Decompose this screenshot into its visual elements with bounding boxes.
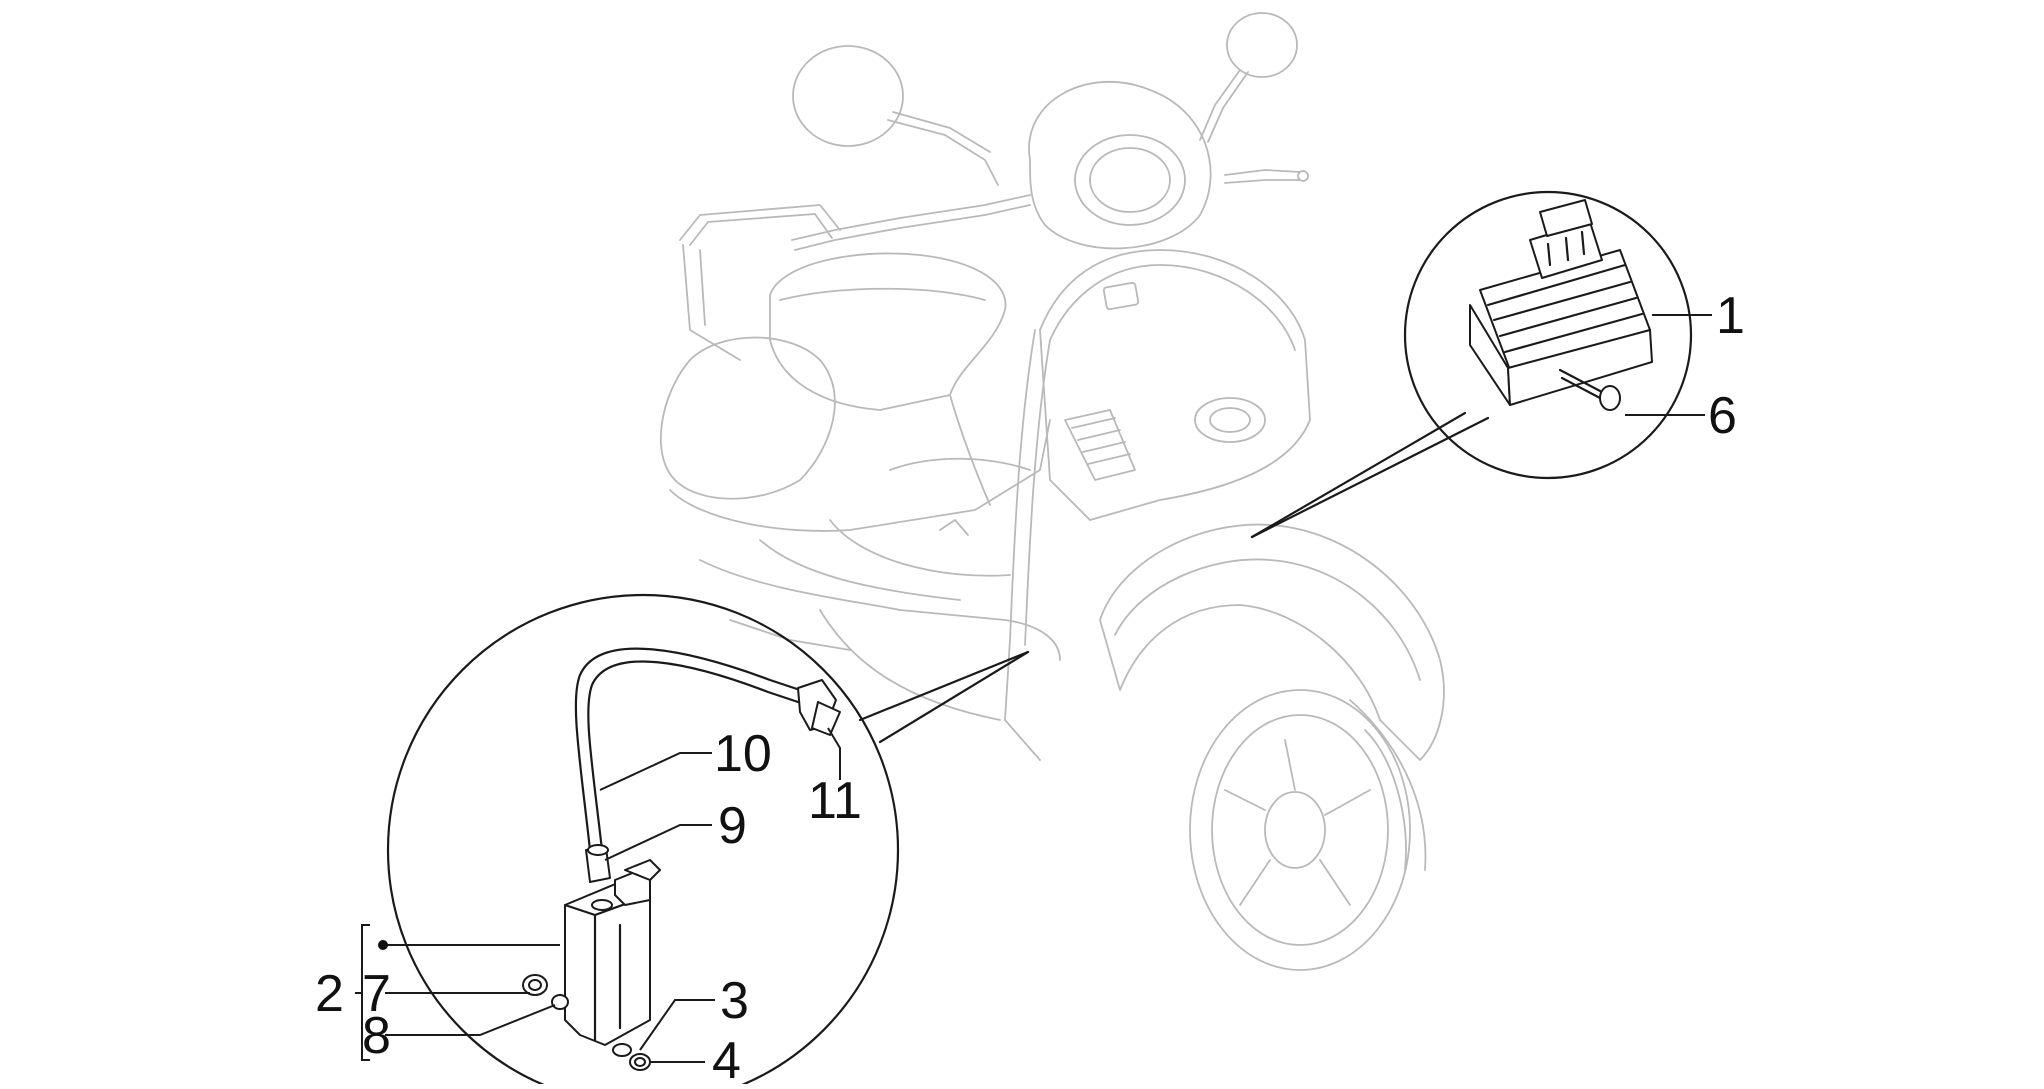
callout-4: 4 <box>712 1032 741 1084</box>
ht-coil-zoom <box>355 593 1030 1089</box>
nut <box>522 974 548 996</box>
callout-6: 6 <box>1708 387 1737 445</box>
callout-7: 7 <box>362 965 391 1023</box>
nut <box>629 1053 651 1071</box>
ignition-coil <box>563 859 661 1046</box>
callout-10: 10 <box>714 725 772 783</box>
ht-cable <box>574 647 802 852</box>
callout-labels: 1 6 10 11 9 2 7 8 3 4 <box>315 287 1745 1089</box>
callout-9: 9 <box>718 797 747 855</box>
callout-11: 11 <box>808 772 862 830</box>
rear-body <box>659 336 836 500</box>
screw <box>1558 368 1621 411</box>
callout-2: 2 <box>315 965 344 1023</box>
left-mirror <box>792 45 904 147</box>
ht-coil-zoom-circle <box>386 593 900 1089</box>
regulator-zoom <box>1250 190 1712 539</box>
seat <box>769 252 1007 411</box>
spark-plug-cap <box>797 679 841 736</box>
front-wheel <box>1189 689 1411 971</box>
washer <box>612 1043 632 1057</box>
regulator-zoom-circle <box>1403 190 1693 480</box>
right-mirror <box>1226 12 1298 78</box>
washer <box>551 994 569 1010</box>
callout-1: 1 <box>1716 287 1745 345</box>
leg-shield <box>1039 249 1311 521</box>
headset <box>1028 81 1212 250</box>
front-fender <box>1099 523 1445 761</box>
scooter-outline <box>659 12 1445 971</box>
callout-8: 8 <box>362 1007 391 1065</box>
cable-connector <box>585 844 611 883</box>
voltage-regulator <box>1469 199 1653 406</box>
callout-3: 3 <box>720 972 749 1030</box>
